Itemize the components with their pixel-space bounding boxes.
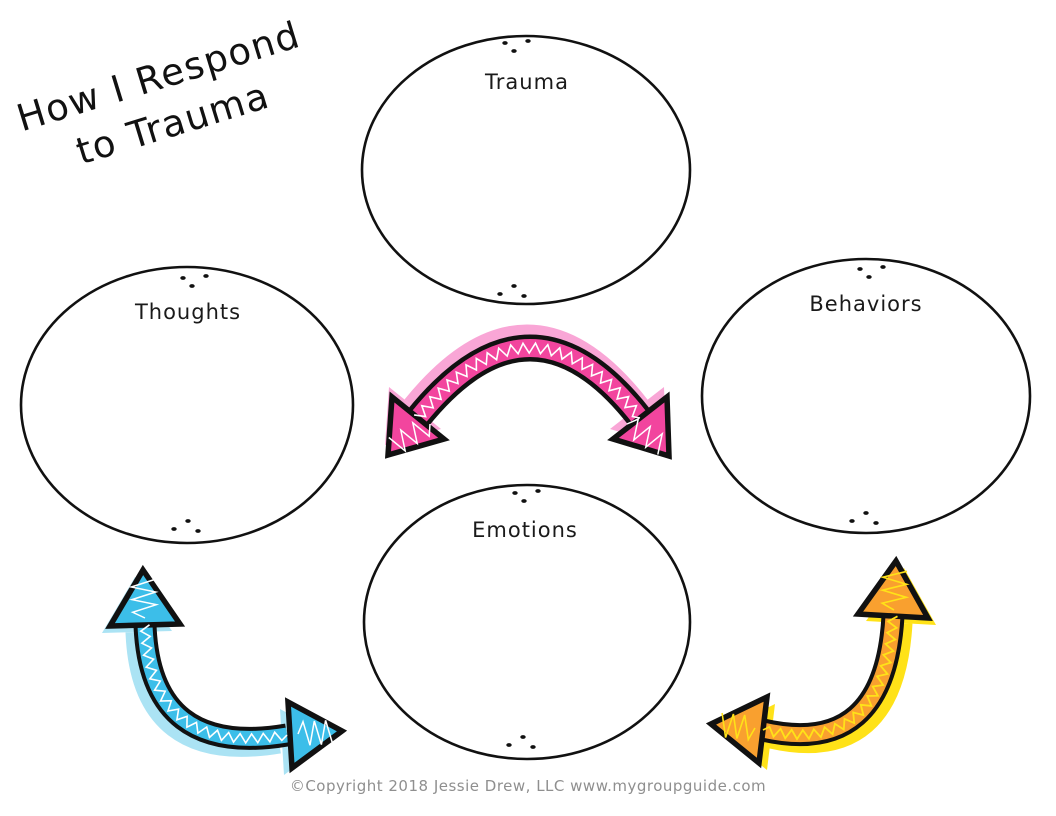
arrow-thoughts-emotions bbox=[102, 564, 348, 775]
blue-arrowhead-right bbox=[284, 697, 348, 774]
label-behaviors: Behaviors bbox=[809, 292, 923, 316]
label-trauma: Trauma bbox=[485, 70, 569, 94]
label-emotions: Emotions bbox=[472, 518, 578, 542]
thoughts-circle bbox=[19, 265, 355, 545]
copyright-text: ©Copyright 2018 Jessie Drew, LLC www.myg… bbox=[289, 777, 767, 795]
behaviors-circle bbox=[700, 257, 1032, 535]
arrow-emotions-behaviors bbox=[705, 555, 936, 770]
emotions-circle bbox=[362, 483, 692, 761]
label-thoughts: Thoughts bbox=[134, 300, 242, 324]
blue-arrowhead-up bbox=[105, 564, 186, 629]
orange-arrowhead-up bbox=[852, 555, 933, 622]
sketch-dots bbox=[171, 39, 886, 749]
trauma-circle bbox=[360, 34, 692, 306]
arrow-thoughts-behaviors bbox=[384, 324, 672, 460]
